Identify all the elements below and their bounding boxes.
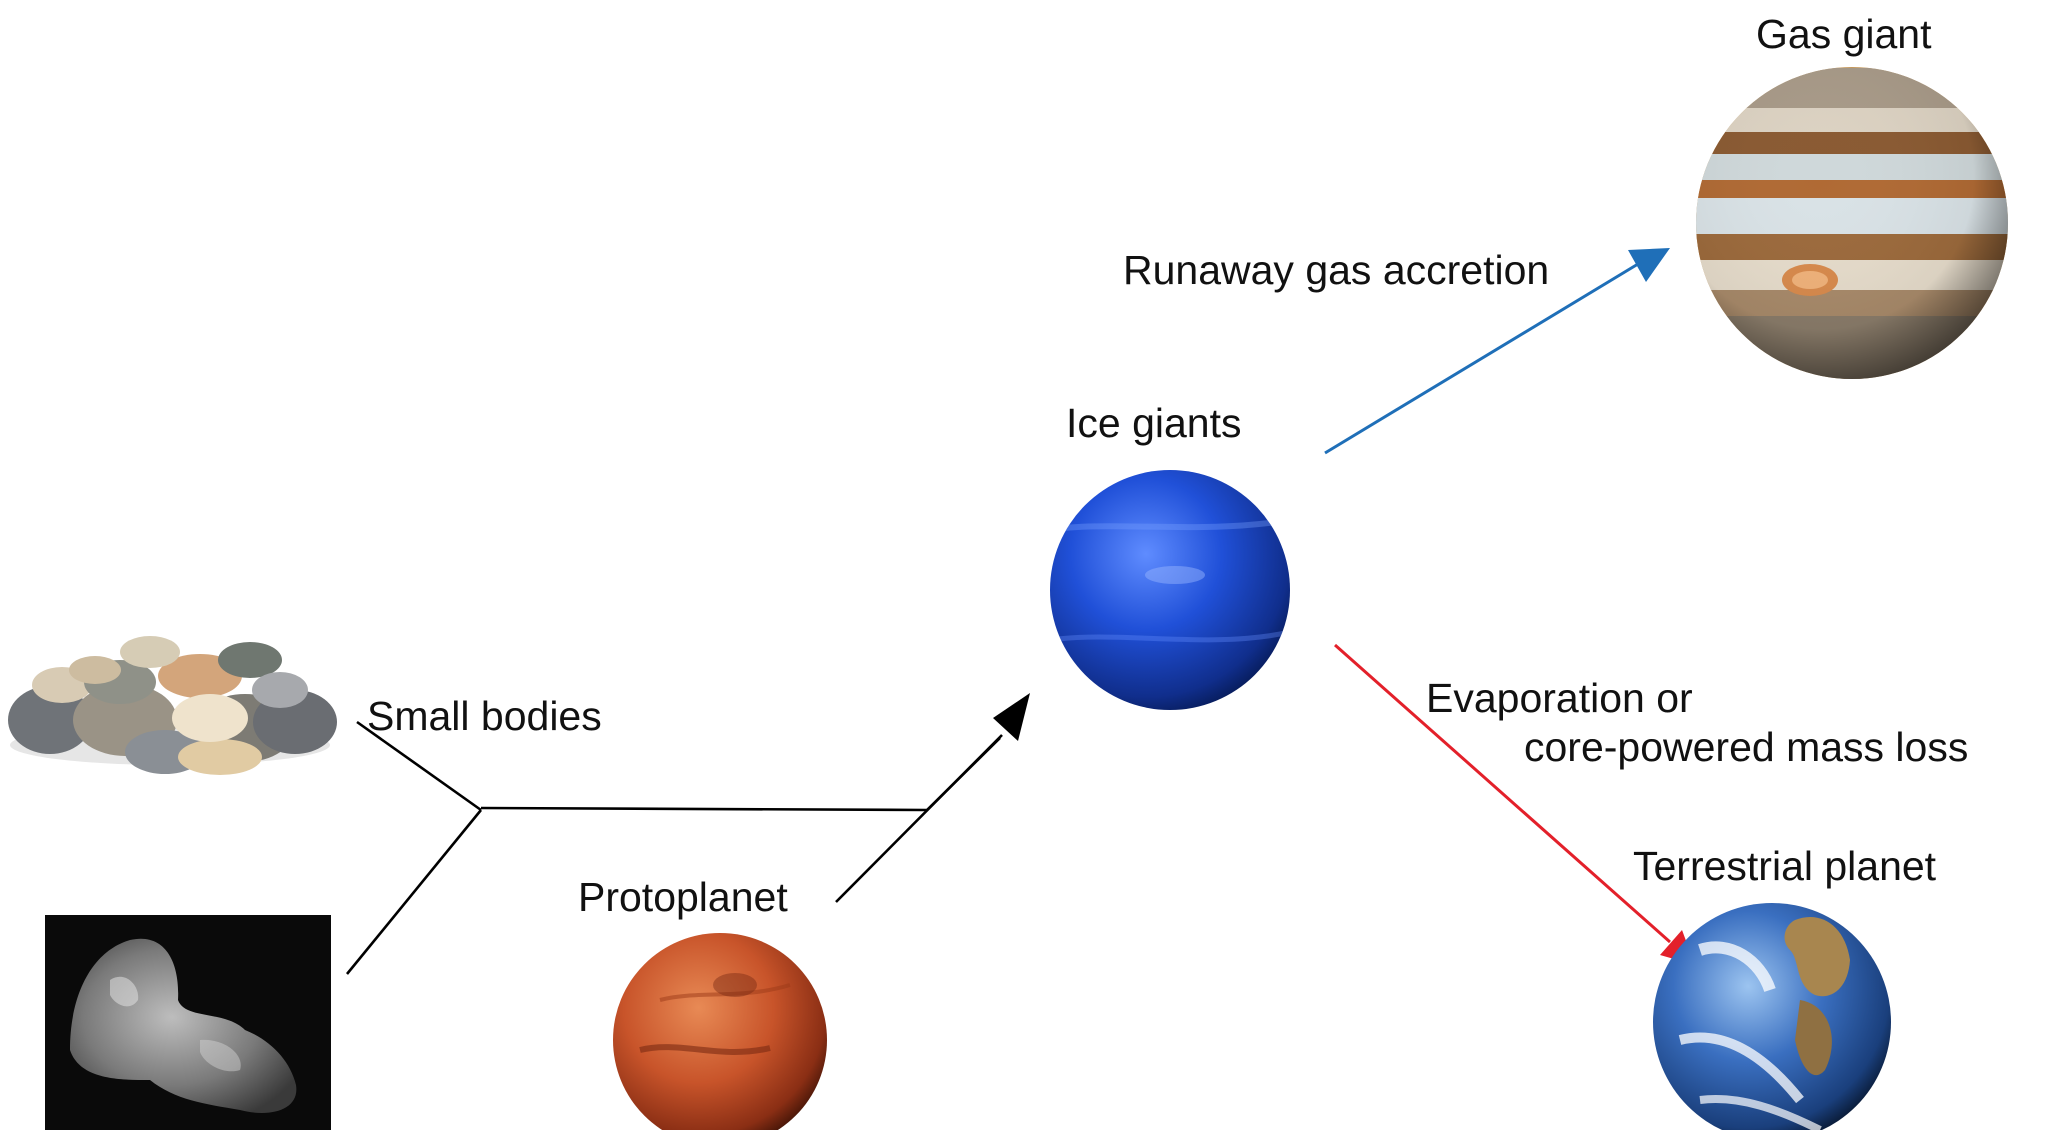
evaporation-label-line1: Evaporation or (1426, 675, 1693, 721)
gas-giant-image (1696, 67, 2008, 379)
terrestrial-planet-image (1653, 903, 1891, 1135)
runaway-gas-accretion-label: Runaway gas accretion (1123, 247, 1550, 293)
protoplanet-label: Protoplanet (578, 874, 788, 920)
evaporation-label-line2: core-powered mass loss (1524, 724, 1969, 770)
arrow-to-gas-giant (1324, 248, 1670, 455)
merge-lines (345, 720, 1001, 975)
arrow-to-ice-giants (835, 693, 1030, 903)
gas-giant-label: Gas giant (1756, 11, 1932, 57)
pebbles-connector (356, 720, 482, 812)
protoplanet-image (613, 933, 827, 1135)
comet-image (45, 915, 331, 1135)
comet-connector (345, 809, 483, 975)
terrestrial-planet-label: Terrestrial planet (1633, 843, 1937, 889)
small-bodies-label: Small bodies (367, 693, 602, 739)
ice-giant-image (1050, 470, 1290, 710)
ice-giants-label: Ice giants (1066, 400, 1242, 446)
horizontal-connector (480, 806, 928, 812)
pebbles-image (8, 636, 337, 775)
